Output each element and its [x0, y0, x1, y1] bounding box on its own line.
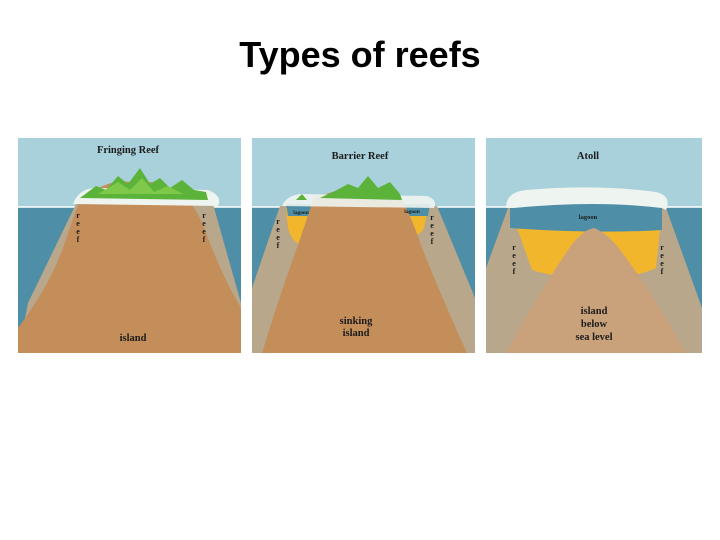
panel-heading: Fringing Reef — [97, 145, 160, 156]
lagoon-water — [510, 204, 662, 232]
reef-letter: r — [660, 243, 664, 252]
reef-letter: e — [276, 233, 280, 242]
island — [18, 181, 241, 353]
reef-letter: e — [76, 227, 80, 236]
island — [506, 228, 686, 353]
reef-letter: e — [202, 227, 206, 236]
island-label: sea level — [575, 332, 612, 343]
reef-letter: f — [661, 267, 664, 276]
reef-letter: r — [430, 213, 434, 222]
vegetation — [320, 176, 402, 200]
reef-letter: e — [76, 219, 80, 228]
reef-letter: r — [202, 211, 206, 220]
reef-letter: e — [276, 225, 280, 234]
slide-title: Types of reefs — [239, 34, 481, 75]
reef-letter: e — [202, 219, 206, 228]
reef-letter: e — [660, 259, 664, 268]
reef-letter: r — [76, 211, 80, 220]
reef-letter: e — [430, 221, 434, 230]
reef-letter: f — [77, 235, 80, 244]
island — [262, 187, 467, 353]
reef-letter: r — [512, 243, 516, 252]
panel-heading: Barrier Reef — [332, 151, 389, 162]
reef-letter: r — [276, 217, 280, 226]
surf-foam — [506, 187, 668, 210]
reef-letter: e — [430, 229, 434, 238]
island-label: island — [581, 306, 608, 317]
island-label: island — [343, 328, 370, 339]
reef-letter: f — [277, 241, 280, 250]
island-label: sinking — [340, 316, 373, 327]
reef-letter: e — [660, 251, 664, 260]
reef-letter: f — [431, 237, 434, 246]
panel-heading: Atoll — [577, 151, 599, 162]
reef-letter: f — [203, 235, 206, 244]
lagoon-label: lagoon — [293, 210, 309, 216]
reef-letter: e — [512, 251, 516, 260]
fringing-reef-panel: Fringing Reef r e e f r e e f island — [18, 138, 241, 353]
reef-letter: e — [512, 259, 516, 268]
island-label: island — [120, 333, 147, 344]
lagoon-label: lagoon — [404, 209, 420, 215]
reef-letter: f — [513, 267, 516, 276]
atoll-panel: Atoll lagoon r e e f r e e f island belo… — [486, 138, 702, 353]
barrier-reef-panel: Barrier Reef lagoon lagoon r e e f r e e… — [252, 138, 475, 353]
island-label: below — [581, 319, 608, 330]
lagoon-label: lagoon — [579, 214, 598, 221]
